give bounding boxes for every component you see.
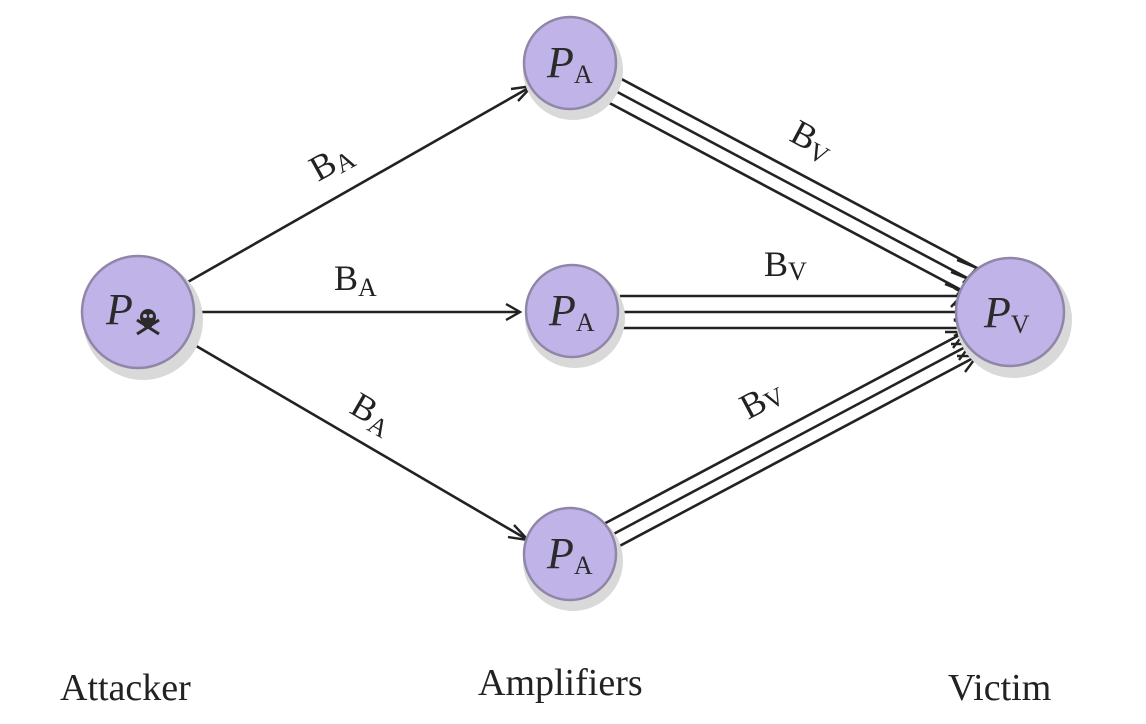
edge-amplified-mid (620, 286, 971, 338)
column-label-attacker: Attacker (60, 667, 191, 709)
edge-label-attack-mid: BA (334, 258, 377, 302)
column-label-amplifiers: Amplifiers (478, 662, 643, 704)
edge-amplified-bottom (599, 330, 980, 552)
amplifier-node-mid: PA (524, 263, 625, 368)
edge-attack-bottom (185, 338, 532, 542)
victim-node: PV (954, 256, 1072, 378)
edge-attack-mid (198, 302, 523, 322)
attacker-node: P (80, 254, 203, 380)
svg-text:PA: PA (546, 529, 593, 580)
edge-attack-top (185, 84, 536, 285)
amplifier-top-subscript: A (574, 60, 593, 89)
amplifier-node-bottom: PA (522, 506, 623, 611)
amplifier-bottom-label: P (546, 529, 574, 578)
victim-label: P (983, 288, 1011, 337)
amplifier-bottom-subscript: A (574, 551, 593, 580)
amplifier-node-top: PA (522, 15, 623, 120)
victim-subscript: V (1011, 310, 1030, 339)
svg-text:PV: PV (983, 288, 1030, 339)
edge-label-amplified-mid: BV (764, 244, 807, 286)
svg-text:PA: PA (546, 38, 593, 89)
skull-crossbones-icon (136, 309, 160, 336)
column-label-victim: Victim (948, 667, 1051, 709)
attacker-node-label: P (105, 285, 133, 334)
amplifier-mid-label: P (548, 286, 576, 335)
amplifier-top-label: P (546, 38, 574, 87)
edge-label-attack-top: BA (302, 133, 360, 191)
amplifier-mid-subscript: A (576, 308, 595, 337)
svg-text:PA: PA (548, 286, 595, 337)
edge-label-amplified-top: BV (782, 112, 841, 171)
edge-label-amplified-bottom: BV (733, 372, 790, 428)
